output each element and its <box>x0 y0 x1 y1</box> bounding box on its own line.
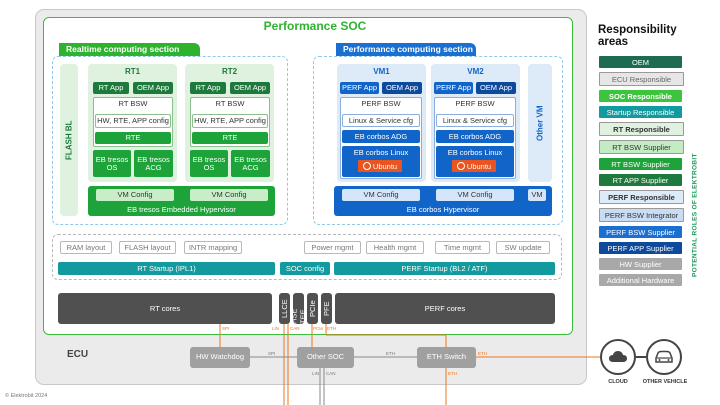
realtime-section-title: Realtime computing section <box>59 43 200 56</box>
bus-label-can: CAN <box>290 326 300 331</box>
vm2-oem-app: OEM App <box>476 82 516 94</box>
rt-cores: RT cores <box>58 293 272 324</box>
perf-hypervisor-label: EB corbos Hypervisor <box>406 204 480 214</box>
cloud <box>600 339 636 375</box>
legend-item: Startup Responsible <box>599 106 682 118</box>
bus-label-eth-down: ETH <box>448 371 457 376</box>
legend-item: RT BSW Supplier <box>599 158 682 170</box>
perf-vm: VM <box>528 189 546 201</box>
vm2-perf-app: PERF App <box>434 82 473 94</box>
soc-config: SOC config <box>280 262 330 275</box>
vm2-title: VM2 <box>467 67 484 76</box>
vm1-adg: EB corbos ADG <box>342 130 420 143</box>
performance-section-title: Performance computing section <box>336 43 476 56</box>
flash-layout: FLASH layout <box>119 241 176 254</box>
rt1-title: RT1 <box>124 67 141 76</box>
other-soc: Other SOC <box>297 347 354 368</box>
perf-cores: PERF cores <box>335 293 555 324</box>
legend-item: ECU Responsible <box>599 72 684 86</box>
legend-item: RT BSW Supplier <box>599 140 684 154</box>
bus-label-eth-mid: ETH <box>386 351 395 356</box>
other-vehicle <box>646 339 682 375</box>
bus-label-eth: ETH <box>327 326 336 331</box>
vm1-title: VM1 <box>373 67 390 76</box>
time-mgmt: Time mgmt <box>435 241 490 254</box>
legend-title: Responsibility areas <box>598 24 677 48</box>
ubuntu-logo-icon <box>456 162 465 170</box>
ecu-label: ECU <box>67 349 89 360</box>
rt2-oem-app: OEM App <box>230 82 270 94</box>
intr-mapping: INTR mapping <box>184 241 242 254</box>
legend-item: RT APP Supplier <box>599 174 682 186</box>
legend-item: RT Responsible <box>599 122 684 136</box>
legend-item: PERF BSW Supplier <box>599 226 682 238</box>
perf-vm-config-2: VM Config <box>436 189 514 201</box>
bus-label-spi: SPI <box>222 326 230 331</box>
ubuntu-logo-icon <box>362 162 371 170</box>
perf-vm-config-1: VM Config <box>342 189 420 201</box>
legend-item: Additional Hardware <box>599 274 682 286</box>
rt1-hw-config: HW, RTE, APP config <box>95 114 171 128</box>
rt1-rt-app: RT App <box>93 82 129 94</box>
rt2-acg: EB tresos ACG <box>231 150 270 177</box>
rt1-acg: EB tresos ACG <box>134 150 173 177</box>
bus-label-lin-bottom: LIN <box>312 371 320 376</box>
legend-side-label: POTENTIAL ROLES OF ELEKTROBIT <box>691 153 699 277</box>
rt-hypervisor-label: EB tresos Embedded Hypervisor <box>127 204 236 214</box>
bus-label-can-bottom: CAN <box>326 371 336 376</box>
rt-vm-config-1: VM Config <box>96 189 174 201</box>
vm1-ubuntu: Ubuntu <box>358 160 402 172</box>
health-mgmt: Health mgmt <box>366 241 424 254</box>
bus-label-spi-mid: SPI <box>268 351 276 356</box>
rt2-rte: RTE <box>192 132 268 144</box>
vm2-linux-cfg: Linux & Service cfg <box>436 114 514 127</box>
eth-switch: ETH Switch <box>417 347 476 368</box>
perf-startup: PERF Startup (BL2 / ATF) <box>334 262 555 275</box>
legend-item: SOC Responsible <box>599 90 682 102</box>
realtime-section <box>52 56 288 225</box>
cloud-label: CLOUD <box>608 379 628 385</box>
rt2-title: RT2 <box>221 67 238 76</box>
rt1-os: EB tresos OS <box>93 150 131 177</box>
ram-layout: RAM layout <box>60 241 112 254</box>
bus-label-eth-out: ETH <box>478 351 487 356</box>
rt-startup: RT Startup (IPL1) <box>58 262 275 275</box>
performance-section <box>313 56 563 225</box>
soc-title: Performance SOC <box>263 19 367 33</box>
vm1-linux-cfg: Linux & Service cfg <box>342 114 420 127</box>
legend-item: PERF APP Supplier <box>599 242 682 254</box>
rt1-oem-app: OEM App <box>133 82 173 94</box>
vm2-ubuntu: Ubuntu <box>452 160 496 172</box>
legend-item: PERF BSW Integrator <box>599 208 684 222</box>
legend-item: PERF Responsible <box>599 190 684 204</box>
bus-label-pcie: PCIe <box>313 326 324 331</box>
vm2-adg: EB corbos ADG <box>436 130 514 143</box>
services-area <box>52 234 562 280</box>
bus-label-lin: LIN <box>272 326 280 331</box>
rt2-os: EB tresos OS <box>190 150 228 177</box>
other-vehicle-label: OTHER VEHICLE <box>642 379 688 385</box>
rt-vm-config-2: VM Config <box>190 189 268 201</box>
legend-item: OEM <box>599 56 682 68</box>
legend-item: HW Supplier <box>599 258 682 270</box>
vm1-oem-app: OEM App <box>382 82 422 94</box>
rt1-rte: RTE <box>95 132 171 144</box>
car-icon <box>655 350 673 363</box>
rt2-rt-app: RT App <box>190 82 226 94</box>
hw-watchdog: HW Watchdog <box>190 347 250 368</box>
cloud-icon <box>609 351 627 362</box>
copyright: © Elektrobit 2024 <box>5 393 48 399</box>
rt2-hw-config: HW, RTE, APP config <box>192 114 268 128</box>
power-mgmt: Power mgmt <box>304 241 361 254</box>
sw-update: SW update <box>496 241 550 254</box>
vm1-perf-app: PERF App <box>340 82 379 94</box>
